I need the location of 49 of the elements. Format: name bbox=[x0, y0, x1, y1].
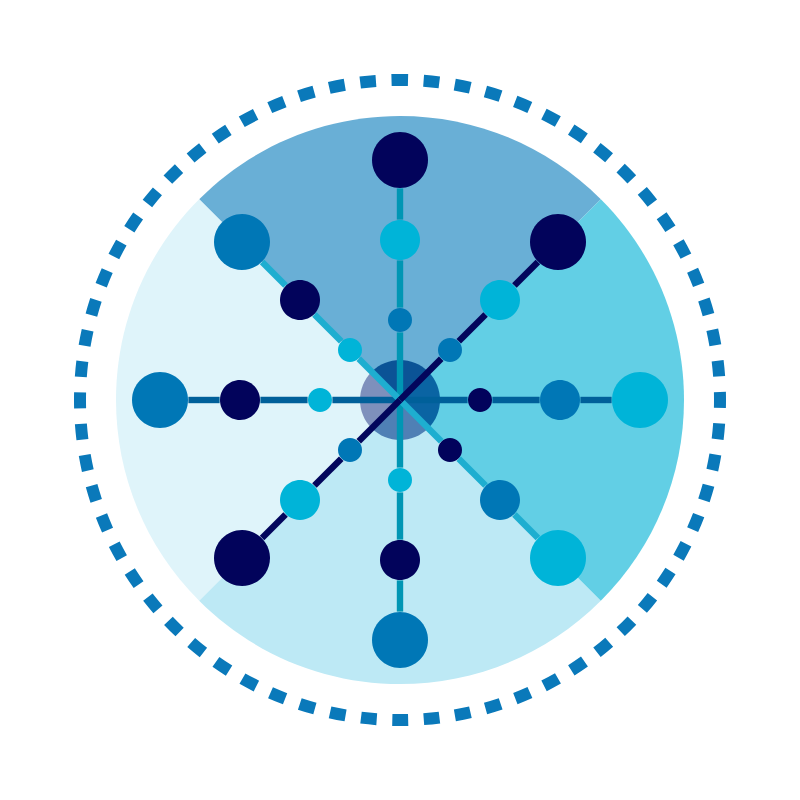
spoke-line bbox=[396, 580, 404, 612]
spoke-line bbox=[580, 396, 612, 404]
dot bbox=[380, 220, 420, 260]
dot bbox=[480, 480, 520, 520]
dot bbox=[540, 380, 580, 420]
spoke-line bbox=[312, 456, 344, 488]
spoke-line bbox=[259, 259, 288, 288]
hub-circle bbox=[360, 360, 440, 440]
dot bbox=[372, 612, 428, 668]
spoke-line bbox=[512, 259, 541, 288]
spoke-line bbox=[397, 397, 444, 444]
dot bbox=[438, 338, 462, 362]
spoke-line bbox=[356, 397, 403, 444]
dot bbox=[372, 132, 428, 188]
spoke-line bbox=[356, 356, 403, 403]
spoke-line bbox=[259, 512, 288, 541]
dot bbox=[612, 372, 668, 428]
dot bbox=[468, 388, 492, 412]
spoke-line bbox=[396, 400, 404, 468]
dot bbox=[338, 438, 362, 462]
spoke-line bbox=[188, 396, 220, 404]
dot bbox=[530, 214, 586, 270]
spoke-line bbox=[396, 332, 404, 400]
dot bbox=[132, 372, 188, 428]
dot bbox=[214, 530, 270, 586]
dot bbox=[388, 308, 412, 332]
dot bbox=[280, 280, 320, 320]
spoke-line bbox=[512, 512, 541, 541]
dot bbox=[388, 468, 412, 492]
spoke-line bbox=[260, 396, 308, 404]
dot bbox=[438, 438, 462, 462]
dot bbox=[220, 380, 260, 420]
spoke-line bbox=[456, 456, 488, 488]
spoke-line bbox=[492, 396, 540, 404]
dot bbox=[530, 530, 586, 586]
spoke-line bbox=[456, 312, 488, 344]
spoke-line bbox=[312, 312, 344, 344]
spoke-line bbox=[400, 396, 468, 404]
dot bbox=[280, 480, 320, 520]
spoke-line bbox=[396, 492, 404, 540]
spoke-line bbox=[332, 396, 400, 404]
dot bbox=[480, 280, 520, 320]
spoke-line bbox=[396, 188, 404, 220]
spoke-line bbox=[396, 260, 404, 308]
dot bbox=[338, 338, 362, 362]
dot bbox=[308, 388, 332, 412]
dot bbox=[214, 214, 270, 270]
dot bbox=[380, 540, 420, 580]
spoke-line bbox=[397, 356, 444, 403]
